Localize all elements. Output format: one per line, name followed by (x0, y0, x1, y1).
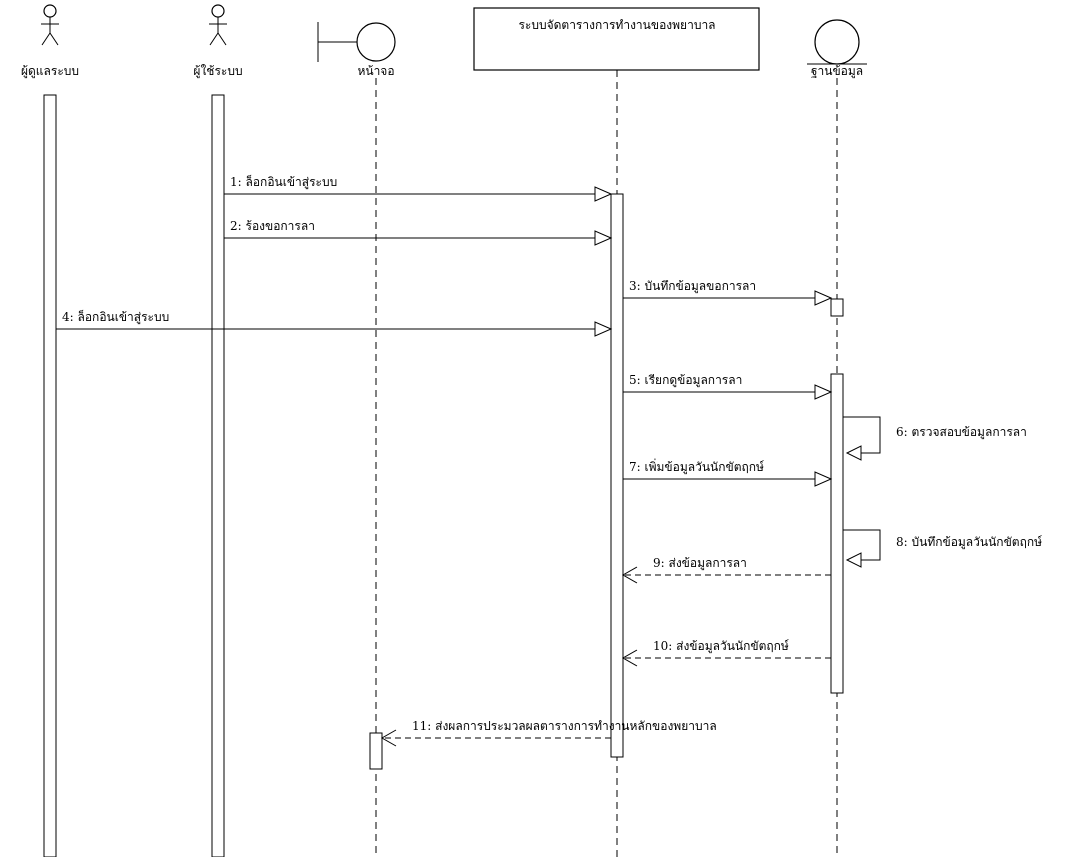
activation-bar-user-2 (212, 95, 224, 857)
message-6: 6: ตรวจสอบข้อมูลการลา (843, 417, 1027, 460)
entity-icon (815, 20, 859, 64)
activation-bar-db-5 (831, 374, 843, 693)
message-1: 1: ล็อกอินเข้าสู่ระบบ (224, 174, 611, 201)
self-message-arrowhead (847, 446, 861, 460)
activation-bar-screen-6 (370, 733, 382, 769)
activation-bar-system-3 (611, 194, 623, 757)
message-arrowhead (595, 231, 611, 245)
actor-icon (44, 5, 56, 17)
message-5: 5: เรียกดูข้อมูลการลา (623, 373, 831, 399)
message-label: 3: บันทึกข้อมูลขอการลา (629, 279, 756, 294)
activation-bar-admin-1 (44, 95, 56, 857)
message-9: 9: ส่งข้อมูลการลา (623, 556, 831, 583)
participant-admin: ผู้ดูแลระบบ (21, 5, 79, 79)
message-8: 8: บันทึกข้อมูลวันนักขัตฤกษ์ (843, 530, 1042, 567)
message-label: 9: ส่งข้อมูลการลา (653, 556, 747, 571)
message-label: 1: ล็อกอินเข้าสู่ระบบ (230, 174, 337, 190)
participant-label: หน้าจอ (357, 64, 394, 78)
boundary-icon (357, 23, 395, 61)
message-4: 4: ล็อกอินเข้าสู่ระบบ (56, 309, 611, 336)
message-label: 8: บันทึกข้อมูลวันนักขัตฤกษ์ (896, 535, 1042, 550)
message-arrowhead (815, 291, 831, 305)
message-3: 3: บันทึกข้อมูลขอการลา (623, 279, 831, 305)
message-7: 7: เพิ่มข้อมูลวันนักขัตฤกษ์ (623, 458, 831, 486)
actor-icon (212, 5, 224, 17)
message-label: 11: ส่งผลการประมวลผลตารางการทำงานหลักของ… (412, 719, 717, 733)
actor-leg-right (218, 33, 226, 45)
message-arrowhead (815, 385, 831, 399)
actor-leg-left (42, 33, 50, 45)
message-label: 10: ส่งข้อมูลวันนักขัตฤกษ์ (653, 639, 789, 654)
message-label: 6: ตรวจสอบข้อมูลการลา (896, 425, 1027, 440)
message-label: 4: ล็อกอินเข้าสู่ระบบ (62, 309, 169, 325)
activation-bar-db-4 (831, 299, 843, 316)
message-arrowhead (595, 322, 611, 336)
message-label: 5: เรียกดูข้อมูลการลา (629, 373, 742, 388)
participant-screen: หน้าจอ (318, 22, 395, 78)
participant-user: ผู้ใช้ระบบ (193, 5, 242, 79)
actor-leg-left (210, 33, 218, 45)
message-label: 7: เพิ่มข้อมูลวันนักขัตฤกษ์ (629, 458, 764, 475)
participant-label: ระบบจัดตารางการทำงานของพยาบาล (518, 18, 715, 32)
message-arrowhead (595, 187, 611, 201)
message-11: 11: ส่งผลการประมวลผลตารางการทำงานหลักของ… (382, 719, 717, 746)
participant-label: ผู้ใช้ระบบ (193, 64, 242, 79)
message-label: 2: ร้องขอการลา (230, 219, 315, 233)
participant-label: ฐานข้อมูล (811, 64, 863, 79)
participant-system: ระบบจัดตารางการทำงานของพยาบาล (474, 8, 759, 70)
participant-label: ผู้ดูแลระบบ (21, 64, 79, 79)
message-10: 10: ส่งข้อมูลวันนักขัตฤกษ์ (623, 639, 831, 666)
self-message-arrowhead (847, 553, 861, 567)
message-arrowhead (815, 472, 831, 486)
message-2: 2: ร้องขอการลา (224, 219, 611, 245)
participant-db: ฐานข้อมูล (807, 20, 867, 79)
actor-leg-right (50, 33, 58, 45)
